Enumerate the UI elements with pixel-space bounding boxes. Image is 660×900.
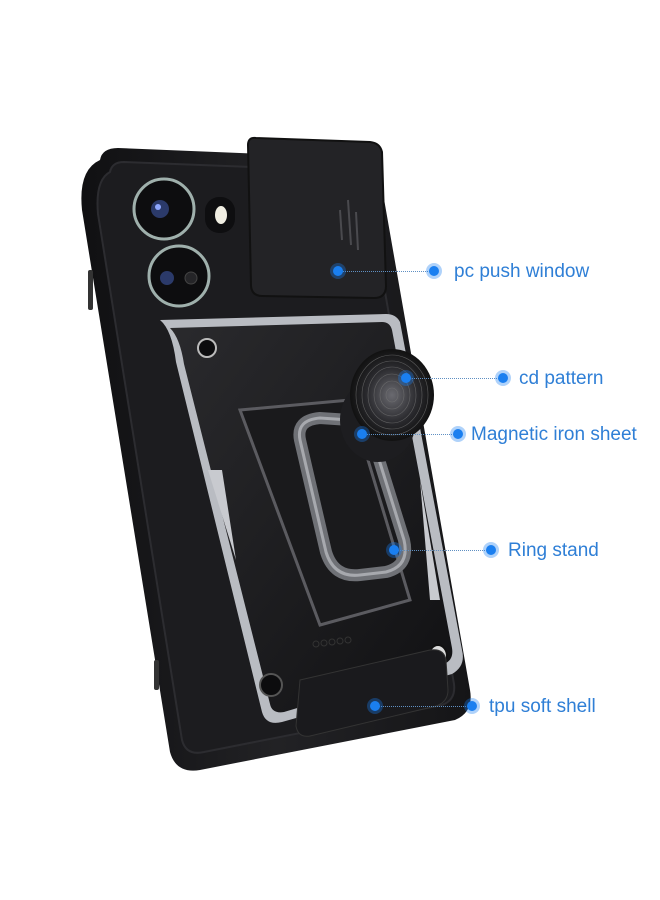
callout-label: Magnetic iron sheet — [471, 424, 637, 445]
callout-dot-start — [389, 545, 399, 555]
leader-line — [375, 706, 472, 707]
leader-line — [338, 271, 434, 272]
callout-dot-end — [429, 266, 439, 276]
leader-line — [406, 378, 503, 379]
callout-label: Ring stand — [508, 540, 599, 561]
leader-line — [394, 550, 491, 551]
leader-line — [362, 434, 458, 435]
slide-window-cover — [246, 136, 388, 300]
callout-dot-start — [333, 266, 343, 276]
callout-label: cd pattern — [519, 368, 604, 389]
callout-dot-start — [357, 429, 367, 439]
callout-dot-end — [453, 429, 463, 439]
camera-module — [132, 177, 235, 308]
callout-label: pc push window — [454, 261, 590, 282]
callout-dot-end — [467, 701, 477, 711]
ring-stand — [293, 411, 412, 582]
callout-dot-start — [370, 701, 380, 711]
callout-label: tpu soft shell — [489, 696, 596, 717]
callout-dot-end — [498, 373, 508, 383]
callout-dot-end — [486, 545, 496, 555]
cd-pattern-knob — [340, 349, 434, 462]
callout-dot-start — [401, 373, 411, 383]
